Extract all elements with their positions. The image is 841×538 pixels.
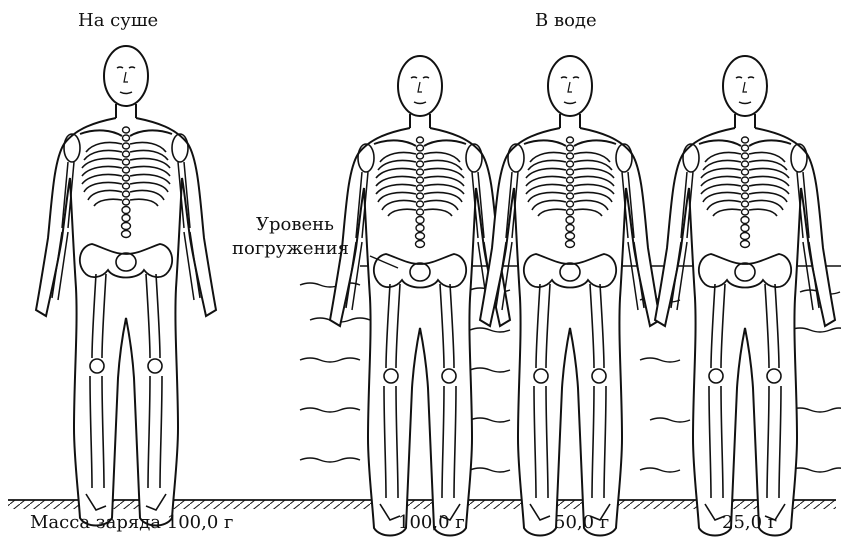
immersion-label-line2: погружения bbox=[232, 240, 349, 258]
heading-on-land: На суше bbox=[78, 12, 158, 30]
figure-in-water-50g bbox=[480, 56, 660, 536]
figure-on-land bbox=[36, 46, 216, 526]
figure-in-water-100g bbox=[330, 56, 510, 536]
heading-in-water: В воде bbox=[535, 12, 597, 30]
immersion-label-line1: Уровень bbox=[256, 216, 334, 234]
figure-in-water-25g bbox=[655, 56, 835, 536]
mass-figure-3: 50,0 г bbox=[554, 514, 609, 532]
mass-figure-4: 25,0 г bbox=[722, 514, 777, 532]
mass-caption: Масса заряда 100,0 г bbox=[30, 514, 233, 532]
mass-figure-2: 100,0 г bbox=[398, 514, 465, 532]
